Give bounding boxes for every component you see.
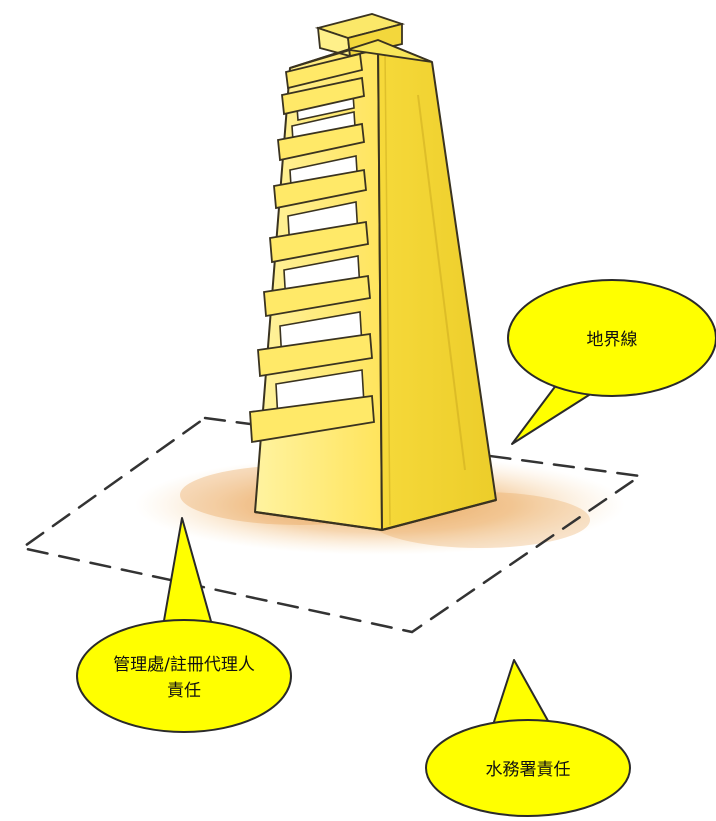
callout-water-dept: 水務署責任 (425, 659, 631, 817)
callout-boundary-label: 地界線 (587, 330, 638, 350)
callout-management-line1: 管理處/註冊代理人 (113, 655, 255, 675)
lot-boundary-dashed-line (18, 416, 644, 634)
callout-water-dept-bubble (425, 719, 631, 817)
callout-water-dept-label: 水務署責任 (486, 760, 571, 780)
callout-management-line2: 責任 (167, 681, 201, 701)
building (249, 13, 497, 532)
callout-boundary: 地界線 (507, 279, 716, 445)
building-side-face (377, 39, 497, 531)
callout-management: 管理處/註冊代理人 責任 (76, 517, 292, 733)
callout-water-dept-pointer (491, 659, 553, 729)
building-floors (249, 52, 375, 444)
callout-management-bubble (76, 619, 292, 733)
callout-boundary-bubble (507, 279, 716, 397)
